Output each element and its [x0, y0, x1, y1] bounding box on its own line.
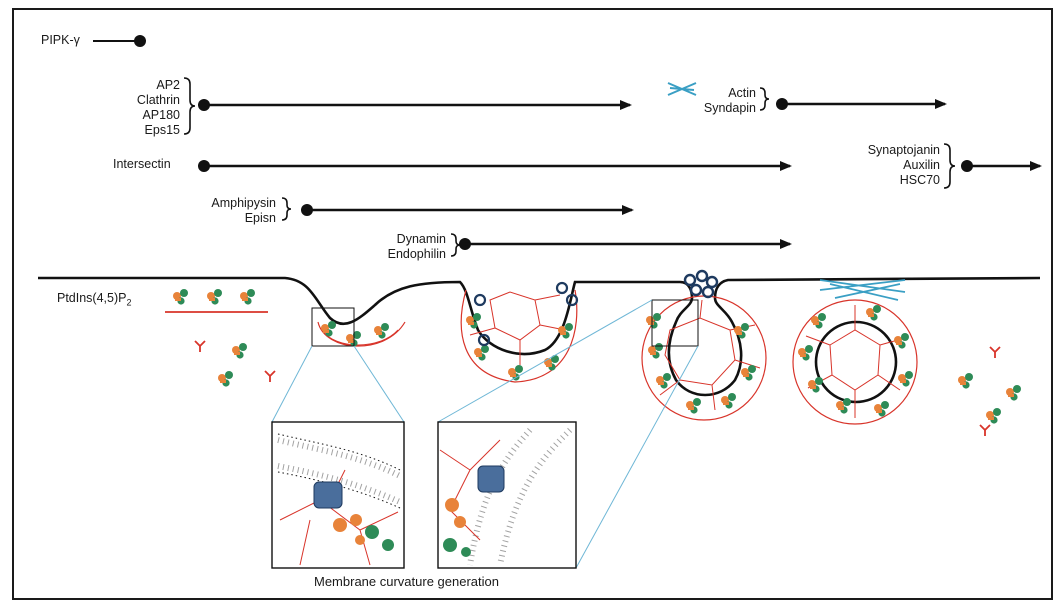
clathrin-coated-vesicle: [792, 279, 918, 425]
inset-link-lines: [271, 299, 699, 569]
coated-pit-stage-3: [641, 269, 767, 421]
free-proteins-right: [958, 346, 1021, 437]
inset-curvature-deep: [437, 421, 577, 569]
label-episn: Episn: [244, 211, 276, 225]
label-clathrin: Clathrin: [136, 93, 180, 107]
dynamin-timeline-arrow: [450, 233, 792, 257]
actin-timeline-arrow: [759, 87, 947, 111]
inset-curvature-shallow: [271, 421, 405, 569]
amphiphysin-timeline-arrow: [281, 197, 634, 221]
label-ptdins: PtdIns(4,5)P2: [57, 291, 132, 308]
label-actin: Actin: [728, 86, 756, 100]
label-amphipysin: Amphipysin: [211, 196, 276, 210]
label-ptdins-main: PtdIns(4,5)P: [57, 291, 127, 305]
label-ap2: AP2: [156, 78, 180, 92]
label-synaptojanin: Synaptojanin: [867, 143, 940, 157]
coated-pit-stage-2: [460, 281, 579, 383]
label-syndapin: Syndapin: [703, 101, 756, 115]
free-proteins-left: [194, 340, 276, 387]
label-ptdins-sub: 2: [126, 297, 132, 308]
coated-pit-stage-1: [311, 307, 406, 347]
ap2-timeline-arrow: [183, 77, 632, 135]
caption-membrane-curvature: Membrane curvature generation: [314, 574, 499, 589]
pipk-connector: [93, 35, 146, 47]
ptdins-membrane-segment: [165, 289, 268, 313]
label-auxilin: Auxilin: [903, 158, 940, 172]
label-hsc70: HSC70: [899, 173, 940, 187]
label-ap180: AP180: [142, 108, 180, 122]
intersectin-timeline-arrow: [198, 160, 792, 172]
label-eps15: Eps15: [144, 123, 180, 137]
label-endophilin: Endophilin: [387, 247, 446, 261]
label-intersectin: Intersectin: [113, 157, 171, 171]
synaptojanin-timeline-arrow: [943, 143, 1042, 189]
label-pipk-gamma: PIPK-γ: [41, 33, 80, 47]
actin-icon: [667, 82, 697, 96]
label-dynamin: Dynamin: [396, 232, 446, 246]
